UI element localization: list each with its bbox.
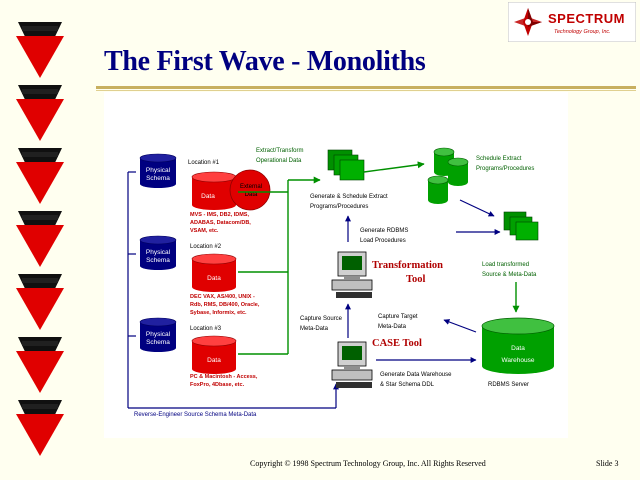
data-warehouse-line2: Warehouse — [502, 357, 535, 364]
stripe-bar — [22, 89, 58, 94]
logo-mark-icon — [514, 8, 542, 36]
location-2-label: Location #2 — [190, 244, 222, 250]
physical-schema-1-line2: Schema — [146, 175, 170, 182]
platforms-1-line3: VSAM, etc. — [190, 228, 219, 234]
platforms-2-line2: Rdb, RMS, DB/400, Oracle, — [190, 302, 260, 308]
slide-title: The First Wave - Monoliths — [104, 46, 426, 77]
monolith-architecture-diagram: Physical Schema Location #1 Data Externa… — [127, 147, 555, 418]
decorative-triangle-stripe — [16, 22, 64, 456]
generate-schedule-line1: Generate & Schedule Extract — [310, 194, 388, 200]
stripe-bar — [22, 278, 58, 283]
extract-label-line1: Extract/Transform — [256, 148, 303, 154]
extract-programs-stack-icon — [327, 149, 365, 181]
location-1-group: Physical Schema Location #1 Data Externa… — [139, 153, 271, 234]
physical-schema-3-cylinder-icon: Physical Schema — [139, 317, 177, 352]
physical-schema-2-line2: Schema — [146, 257, 170, 264]
capture-source-1-line2: Meta-Data — [300, 326, 329, 332]
rdbms-server-label: RDBMS Server — [488, 382, 529, 388]
load-label-line1: Load transformed — [482, 262, 529, 268]
stripe-bar — [22, 215, 58, 220]
logo-subtitle: Technology Group, Inc. — [554, 29, 611, 35]
stripe-bar — [22, 26, 58, 31]
capture-target-line2: Meta-Data — [378, 324, 407, 330]
data-3-label: Data — [207, 357, 221, 364]
platforms-2-line3: Sybase, Informix, etc. — [190, 310, 247, 316]
stripe-triangle-red — [16, 351, 64, 393]
external-data-line2: Data — [245, 192, 258, 198]
location-2-group: Physical Schema Location #2 Data DEC VAX… — [139, 235, 260, 316]
transformation-tool-line2: Tool — [406, 274, 426, 285]
platforms-2-line1: DEC VAX, AS/400, UNIX - — [190, 294, 255, 300]
data-warehouse-cylinder-icon: Data Warehouse — [481, 317, 555, 374]
platforms-1-line1: MVS - IMS, DB2, IDMS, — [190, 212, 249, 218]
physical-schema-2-line1: Physical — [146, 249, 171, 256]
physical-schema-1-line1: Physical — [146, 167, 171, 174]
data-1-label: Data — [201, 193, 215, 200]
location-3-group: Physical Schema Location #3 Data PC & Ma… — [139, 317, 258, 388]
transformation-tool-line1: Transformation — [372, 260, 443, 271]
slide-number: Slide 3 — [596, 459, 619, 468]
data-2-cylinder-icon: Data — [191, 253, 237, 292]
physical-schema-3-line1: Physical — [146, 331, 171, 338]
load-procedures-stack-icon — [503, 211, 539, 241]
spectrum-logo: SPECTRUM Technology Group, Inc. — [508, 2, 636, 42]
data-3-cylinder-icon: Data — [191, 335, 237, 374]
schedule-cylinders-icon — [427, 147, 469, 204]
data-warehouse-line1: Data — [511, 345, 525, 352]
schedule-label-line1: Schedule Extract — [476, 156, 522, 162]
stripe-triangle-red — [16, 36, 64, 78]
external-data-line1: External — [240, 184, 262, 190]
title-underline — [96, 86, 636, 89]
load-label-line2: Source & Meta-Data — [482, 272, 537, 278]
location-1-label: Location #1 — [188, 160, 220, 166]
platforms-3-line1: PC & Macintosh - Access, — [190, 374, 258, 380]
copyright-footer: Copyright © 1998 Spectrum Technology Gro… — [250, 459, 486, 468]
physical-schema-2-cylinder-icon: Physical Schema — [139, 235, 177, 270]
stripe-triangle-red — [16, 225, 64, 267]
schedule-label-line2: Programs/Procedures — [476, 166, 534, 172]
case-tool-label: CASE Tool — [372, 338, 422, 349]
stripe-triangle-red — [16, 162, 64, 204]
extract-label-line2: Operational Data — [256, 158, 302, 164]
physical-schema-1-cylinder-icon: Physical Schema — [139, 153, 177, 188]
stripe-triangle-red — [16, 99, 64, 141]
stripe-triangle-red — [16, 414, 64, 456]
data-2-label: Data — [207, 275, 221, 282]
platforms-3-line2: FoxPro, 4Dbase, etc. — [190, 382, 245, 388]
capture-target-line1: Capture Target — [378, 314, 418, 320]
stripe-bar — [22, 404, 58, 409]
data-1-cylinder-icon: Data — [191, 171, 237, 210]
logo-name: SPECTRUM — [548, 11, 625, 26]
reverse-engineer-label: Reverse-Engineer Source Schema Meta-Data — [134, 412, 257, 418]
platforms-1-line2: ADABAS, Datacom/DB, — [190, 220, 251, 226]
generate-rdbms-line1: Generate RDBMS — [360, 228, 408, 234]
generate-rdbms-line2: Load Procedures — [360, 238, 406, 244]
reverse-engineer-bracket: Reverse-Engineer Source Schema Meta-Data — [127, 171, 339, 418]
capture-source-1-line1: Capture Source — [300, 316, 343, 322]
generate-schedule-line2: Programs/Procedures — [310, 204, 368, 210]
stripe-bar — [22, 341, 58, 346]
stripe-triangle-red — [16, 288, 64, 330]
transformation-tool-computer-icon — [331, 251, 373, 298]
location-3-label: Location #3 — [190, 326, 222, 332]
physical-schema-3-line2: Schema — [146, 339, 170, 346]
generate-warehouse-line2: & Star Schema DDL — [380, 382, 435, 388]
case-tool-computer-icon — [331, 341, 373, 388]
title-underline-thin — [96, 90, 636, 91]
external-data-circle-icon: External Data — [229, 169, 271, 211]
generate-warehouse-line1: Generate Data Warehouse — [380, 372, 452, 378]
stripe-bar — [22, 152, 58, 157]
extract-trunk-arrows — [238, 176, 321, 355]
